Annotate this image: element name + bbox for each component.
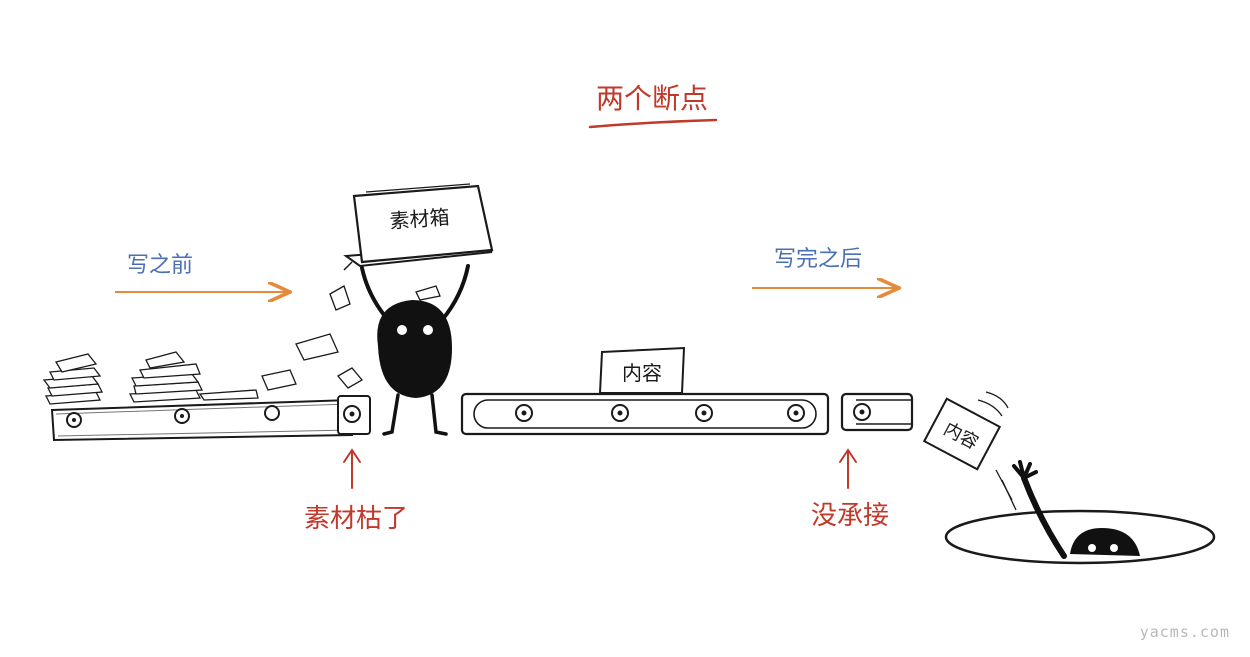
flying-paper-icon [261, 285, 441, 391]
paper-stack-icon [42, 353, 104, 405]
break-two-arrow [839, 448, 857, 489]
box-label: 素材箱 [389, 205, 451, 233]
hole-with-character [944, 460, 1216, 565]
paper-stack-icon [128, 351, 259, 403]
middle-conveyor [460, 392, 830, 436]
character-with-box [360, 264, 470, 436]
break-one-label: 素材枯了 [304, 504, 408, 534]
falling-content-card [922, 397, 1002, 471]
motion-lines [977, 391, 1019, 529]
watermark: yacms.com [1139, 623, 1230, 641]
right-conveyor [840, 392, 914, 432]
roller-icon [264, 405, 280, 421]
content-card-label: 内容 [622, 361, 662, 385]
left-conveyor [50, 395, 371, 442]
label-after: 写完之后 [774, 247, 862, 272]
title-underline [588, 118, 718, 129]
break-two-label: 没承接 [811, 501, 889, 531]
diagram-title: 两个断点 [596, 82, 708, 115]
label-before: 写之前 [127, 253, 193, 278]
content-card [598, 346, 686, 394]
material-box [343, 183, 494, 271]
break-one-arrow [343, 448, 361, 489]
